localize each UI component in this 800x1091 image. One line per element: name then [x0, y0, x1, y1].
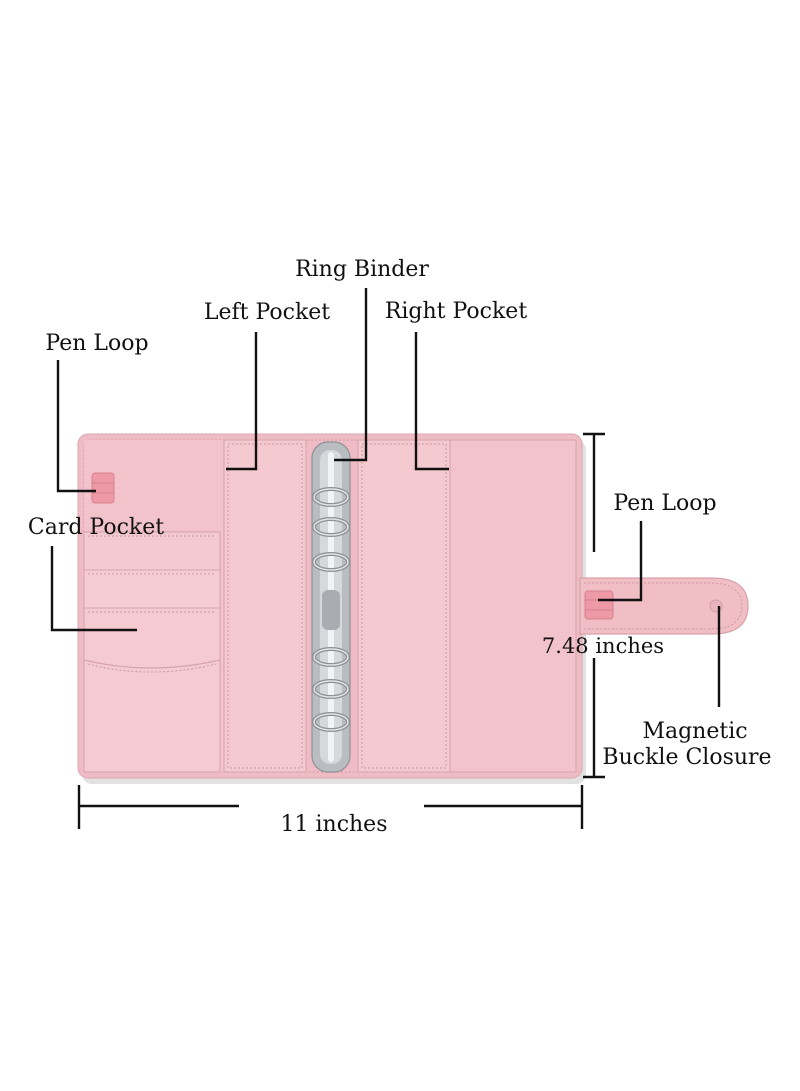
ring	[312, 712, 350, 732]
ring	[312, 517, 350, 537]
label-pen-loop-left: Pen Loop	[45, 331, 148, 356]
label-closure-line2: Buckle Closure	[602, 745, 771, 770]
pen-loop-left	[91, 472, 115, 504]
label-width: 11 inches	[281, 812, 388, 837]
callout-labels: Ring Binder Left Pocket Right Pocket Pen…	[28, 257, 772, 837]
label-ring-binder: Ring Binder	[295, 257, 429, 282]
ring-binder-mechanism	[311, 441, 351, 773]
label-right-pocket: Right Pocket	[385, 299, 528, 324]
left-pocket	[223, 439, 307, 773]
right-pocket	[357, 439, 451, 773]
label-left-pocket: Left Pocket	[204, 300, 330, 325]
pen-loop-right	[584, 590, 614, 620]
leader-lines	[50, 288, 721, 829]
label-closure-line1: Magnetic	[642, 719, 747, 744]
label-pen-loop-right: Pen Loop	[613, 491, 716, 516]
ring	[312, 487, 350, 507]
binder-illustration	[77, 433, 749, 784]
ring	[312, 647, 350, 667]
card-pocket-slots	[83, 531, 221, 773]
right-panel	[449, 439, 577, 773]
ring	[312, 679, 350, 699]
label-card-pocket: Card Pocket	[28, 515, 164, 540]
ring	[312, 552, 350, 572]
label-height: 7.48 inches	[542, 634, 664, 658]
